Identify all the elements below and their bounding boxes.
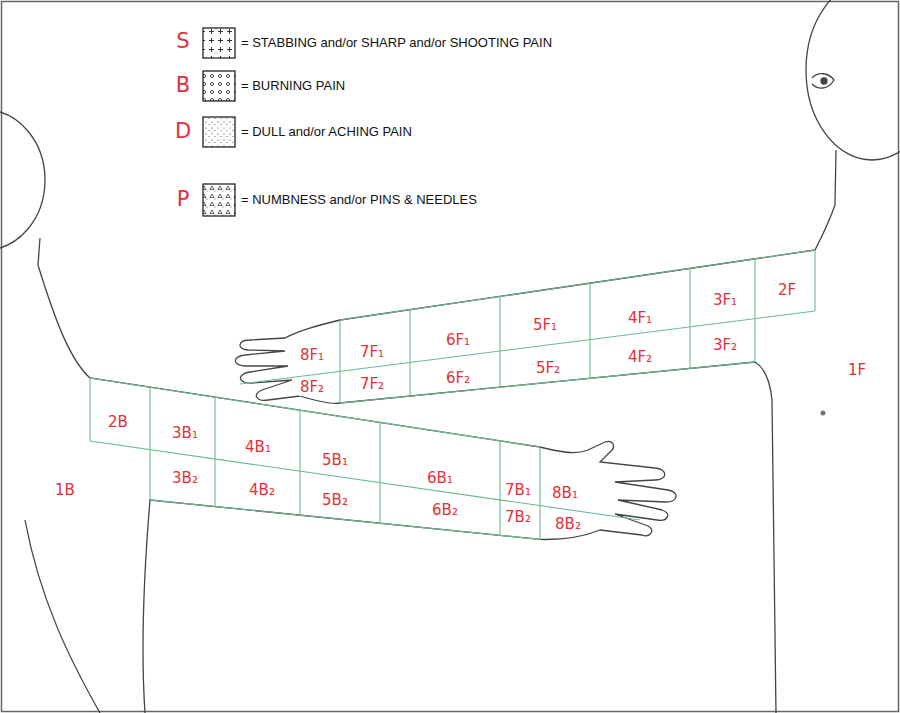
region-label: 5B₂	[321, 492, 349, 509]
legend-swatch	[203, 117, 235, 147]
region-label: 5F₂	[535, 360, 561, 377]
region-label: 7B₁	[504, 482, 532, 499]
front-grid	[240, 250, 815, 403]
region-label: 1F	[847, 362, 867, 379]
back-grid	[90, 378, 640, 539]
arm-outline	[340, 250, 815, 320]
region-label: 6F₁	[445, 332, 471, 349]
region-label: 4B₂	[248, 482, 276, 499]
eye	[812, 74, 834, 88]
region-label: 6F₂	[445, 370, 471, 387]
back-figure	[0, 110, 676, 713]
legend-text: = DULL and/or ACHING PAIN	[241, 124, 412, 140]
region-label: 8F₂	[299, 379, 325, 396]
region-label: 8F₁	[299, 347, 325, 364]
front-figure	[235, 0, 900, 713]
legend-key-letter: P	[176, 188, 191, 211]
arm-torso-outline	[143, 500, 540, 713]
region-label: 2F	[777, 282, 797, 299]
region-label: 4F₁	[627, 310, 653, 327]
region-label: 7F₁	[359, 344, 385, 361]
region-label: 8B₁	[551, 485, 579, 502]
region-label: 6B₁	[426, 470, 454, 487]
chest-mark	[821, 411, 826, 416]
pupil	[821, 78, 827, 84]
back-hand	[540, 441, 676, 539]
legend-text: = STABBING and/or SHARP and/or SHOOTING …	[241, 35, 552, 51]
region-label: 6B₂	[431, 502, 459, 519]
region-label: 3B₁	[171, 425, 199, 442]
region-label: 8B₂	[554, 516, 582, 533]
legend-key-letter: S	[175, 30, 190, 53]
region-label: 1B	[54, 482, 76, 499]
front-hand	[235, 320, 340, 403]
legend-key-letter: D	[174, 120, 192, 143]
back-outline	[25, 520, 100, 713]
region-label: 7F₂	[359, 376, 385, 393]
region-label: 3F₁	[712, 292, 738, 309]
region-label: 5F₁	[532, 317, 558, 334]
region-label: 5B₁	[321, 452, 349, 469]
legend-swatch	[203, 28, 235, 58]
region-label: 4F₂	[627, 349, 653, 366]
legend-swatch	[203, 184, 235, 216]
arm-torso-outline	[340, 362, 776, 713]
head-outline	[806, 0, 900, 160]
legend-text: = NUMBNESS and/or PINS & NEEDLES	[241, 192, 477, 208]
region-label: 3B₂	[171, 470, 199, 487]
region-label: 7B₂	[504, 509, 532, 526]
region-label: 3F₂	[712, 337, 738, 354]
head-outline	[0, 110, 45, 250]
region-label: 2B	[107, 414, 129, 431]
region-label: 4B₁	[244, 439, 272, 456]
legend-key-letter: B	[175, 74, 191, 97]
legend-text: = BURNING PAIN	[241, 78, 345, 94]
shoulder-arm-outline	[38, 238, 540, 447]
legend-swatch	[203, 71, 235, 101]
neck-shoulder	[815, 150, 836, 250]
